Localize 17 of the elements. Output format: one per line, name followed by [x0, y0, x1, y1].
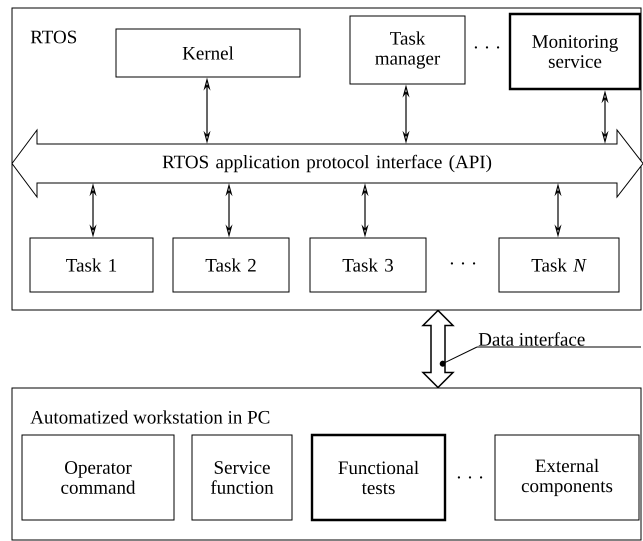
component-box: Operator command — [22, 434, 174, 520]
component-box: Monitoring service — [508, 12, 642, 90]
ellipsis: · · · — [474, 46, 500, 49]
component-box: External components — [494, 434, 640, 520]
ellipsis: · · · — [450, 262, 476, 265]
component-box: Functional tests — [310, 434, 446, 522]
component-box: Task 3 — [310, 238, 426, 292]
component-box: Task 2 — [172, 238, 290, 292]
component-box: Kernel — [116, 28, 300, 78]
leader-line — [440, 346, 478, 367]
component-box: Task N — [498, 238, 620, 292]
component-box: Task manager — [350, 16, 466, 84]
node-label: RTOS application protocol interface (API) — [162, 154, 492, 172]
component-box: Task 1 — [30, 238, 154, 292]
annotation-text: Data interface — [476, 332, 642, 348]
component-box: Service function — [192, 434, 292, 520]
ellipsis: · · · — [458, 476, 482, 479]
